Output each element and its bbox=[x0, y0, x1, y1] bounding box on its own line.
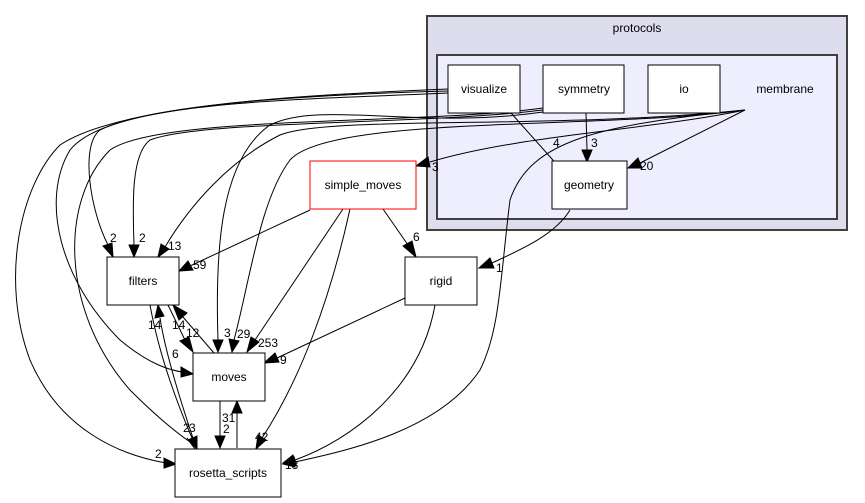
node-visualize[interactable]: visualize bbox=[447, 64, 521, 114]
edge-label: 13 bbox=[285, 458, 299, 472]
node-simple-moves[interactable]: simple_moves bbox=[309, 160, 417, 210]
node-geometry[interactable]: geometry bbox=[551, 160, 628, 210]
edge-rosetta-scripts-moves: 31 bbox=[222, 399, 243, 448]
node-label[interactable]: visualize bbox=[461, 82, 507, 96]
node-label[interactable]: rosetta_scripts bbox=[189, 466, 267, 480]
edge-label: 6 bbox=[413, 230, 420, 244]
edge-membrane-moves: 29 bbox=[228, 109, 746, 354]
cluster-label-membrane[interactable]: membrane bbox=[756, 82, 814, 96]
edge-moves-rosetta-scripts: 2 bbox=[214, 401, 230, 450]
edge-rigid-rosetta-scripts bbox=[281, 304, 436, 466]
edge-membrane-simple-moves: 3 bbox=[414, 109, 746, 174]
edge-label: 12 bbox=[186, 326, 200, 340]
edge-label: 3 bbox=[432, 160, 439, 174]
edge-label: 42 bbox=[255, 430, 269, 444]
node-label[interactable]: simple_moves bbox=[325, 178, 402, 192]
edge-geometry-rigid: 1 bbox=[477, 209, 571, 275]
edge-label: 14 bbox=[172, 318, 186, 332]
edge-label: 3 bbox=[224, 326, 231, 340]
edge-moves-filters: 14 bbox=[172, 303, 215, 354]
edge-simple-moves-filters: 59 bbox=[177, 209, 311, 272]
edge-membrane-rosetta-scripts: 13 bbox=[281, 109, 746, 472]
edge-visualize-rosetta-scripts: 2 bbox=[15, 88, 449, 469]
edge-simple-moves-rigid: 6 bbox=[382, 208, 420, 259]
edge-label: 13 bbox=[168, 239, 182, 253]
edge-label: 4 bbox=[553, 136, 560, 150]
node-filters[interactable]: filters bbox=[106, 256, 180, 306]
edge-symmetry-geometry: 3 bbox=[581, 112, 598, 164]
edge-rigid-moves: 9 bbox=[262, 297, 406, 367]
edge-label: 1 bbox=[291, 455, 298, 469]
edge-rosetta-scripts-filters: 14 bbox=[148, 303, 197, 448]
edge-filters-rosetta-scripts: 3 bbox=[149, 304, 198, 451]
node-label[interactable]: geometry bbox=[564, 178, 614, 192]
edge-label: 2 bbox=[110, 231, 117, 245]
edge-filters-moves: 12 bbox=[167, 304, 200, 354]
edge-label: 9 bbox=[280, 353, 287, 367]
node-io[interactable]: io bbox=[647, 64, 721, 114]
edge-label: 2 bbox=[223, 422, 230, 436]
edge-membrane-geometry: 20 bbox=[626, 109, 746, 173]
edge-symmetry-moves: 3 bbox=[212, 111, 544, 354]
edge-simple-moves-moves: 253 bbox=[246, 208, 344, 354]
edge-label: 2 bbox=[183, 421, 190, 435]
edge-membrane-filters: 13 bbox=[157, 109, 746, 259]
node-rosetta-scripts[interactable]: rosetta_scripts bbox=[174, 448, 282, 498]
edge-label: 2 bbox=[139, 231, 146, 245]
node-label[interactable]: moves bbox=[211, 370, 246, 384]
edge-label: 253 bbox=[258, 336, 278, 350]
node-rigid[interactable]: rigid bbox=[404, 256, 478, 306]
edge-label: 3 bbox=[189, 421, 196, 435]
edge-label: 6 bbox=[172, 347, 179, 361]
edge-label: 3 bbox=[591, 136, 598, 150]
edge-label: 2 bbox=[155, 447, 162, 461]
node-symmetry[interactable]: symmetry bbox=[542, 64, 625, 114]
node-label[interactable]: io bbox=[679, 82, 689, 96]
node-label[interactable]: filters bbox=[129, 274, 158, 288]
edge-label: 31 bbox=[222, 411, 236, 425]
edge-label: 1 bbox=[496, 261, 503, 275]
edge-simple-moves-rosetta-scripts: 42 bbox=[255, 208, 351, 451]
edge-label: 20 bbox=[640, 159, 654, 173]
edge-label: 29 bbox=[237, 327, 251, 341]
edge-visualize-moves: 6 bbox=[55, 92, 449, 378]
edges: 4 3 20 3 1 6 bbox=[15, 88, 746, 472]
cluster-label-protocols: protocols bbox=[613, 21, 662, 35]
node-moves[interactable]: moves bbox=[192, 352, 266, 402]
edge-label: 59 bbox=[193, 258, 207, 272]
edge-label: 14 bbox=[148, 318, 162, 332]
node-label[interactable]: rigid bbox=[430, 274, 453, 288]
node-label[interactable]: symmetry bbox=[558, 82, 610, 96]
